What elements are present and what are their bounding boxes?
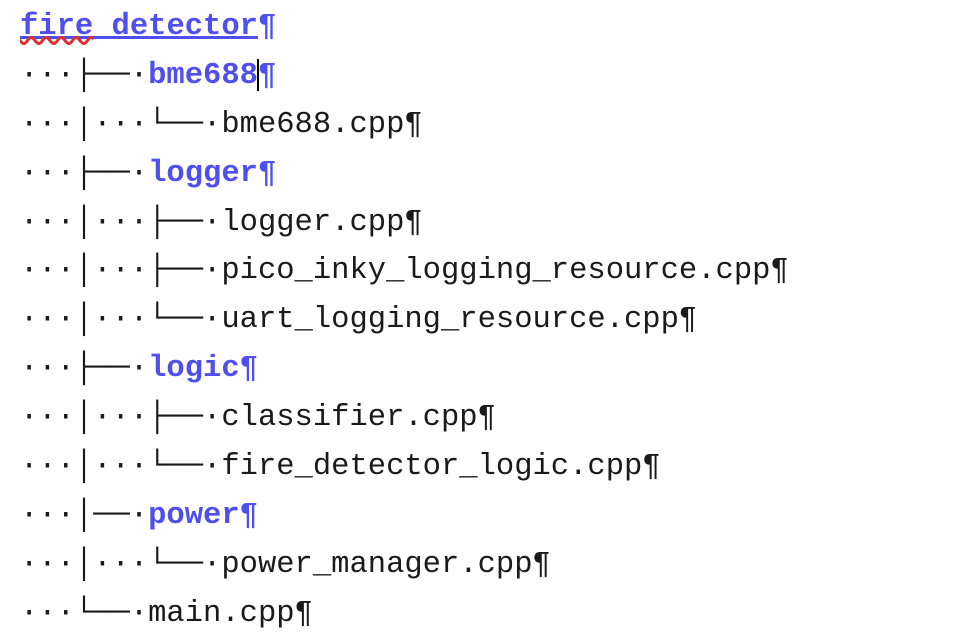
- paragraph-mark: ¶: [642, 450, 661, 485]
- file-name[interactable]: uart_logging_resource.cpp: [221, 303, 679, 338]
- file-name[interactable]: bme688.cpp: [221, 107, 405, 142]
- paragraph-mark: ¶: [404, 107, 423, 142]
- paragraph-mark: ¶: [532, 547, 551, 582]
- paragraph-mark: ¶: [294, 596, 313, 631]
- tree-branch-glyphs: ···└──·: [20, 596, 149, 631]
- folder-name[interactable]: bme688: [148, 58, 258, 93]
- tree-line-file: ···└──·main.cpp¶: [20, 590, 789, 639]
- tree-root-line: fire_detector¶: [20, 3, 789, 52]
- paragraph-mark: ¶: [257, 156, 277, 191]
- tree-line-folder: ···├──·logger¶: [20, 150, 789, 199]
- file-name[interactable]: logger.cpp: [221, 205, 405, 240]
- tree-branch-glyphs: ···│···└──·: [20, 450, 222, 485]
- tree-root-folder[interactable]: fire_detector: [20, 10, 258, 44]
- tree-branch-glyphs: ···│···├──·: [20, 205, 222, 240]
- tree-branch-glyphs: ···│···├──·: [20, 401, 222, 436]
- folder-name[interactable]: logic: [148, 352, 240, 387]
- paragraph-mark: ¶: [404, 205, 423, 240]
- file-name[interactable]: pico_inky_logging_resource.cpp: [221, 254, 771, 289]
- tree-line-file: ···│···└──·uart_logging_resource.cpp¶: [20, 296, 789, 345]
- tree-branch-glyphs: ···├──·: [20, 352, 149, 387]
- tree-line-file: ···│···├──·logger.cpp¶: [20, 199, 789, 248]
- folder-name[interactable]: power: [148, 498, 240, 533]
- tree-branch-glyphs: ···│···├──·: [20, 254, 222, 289]
- tree-branch-glyphs: ···├──·: [20, 58, 149, 93]
- misspelled-word: fire: [20, 10, 94, 44]
- tree-line-file: ···│···├──·classifier.cpp¶: [20, 394, 789, 443]
- document-body[interactable]: fire_detector¶ ···├──·bme688¶ ···│···└──…: [20, 3, 789, 639]
- tree-line-file: ···│···└──·bme688.cpp¶: [20, 101, 789, 150]
- tree-line-folder: ···│──·power¶: [20, 492, 789, 541]
- file-name[interactable]: power_manager.cpp: [221, 547, 533, 582]
- paragraph-mark: ¶: [477, 401, 496, 436]
- paragraph-mark: ¶: [257, 58, 277, 93]
- paragraph-mark: ¶: [257, 10, 277, 44]
- paragraph-mark: ¶: [678, 303, 698, 338]
- tree-branch-glyphs: ···│──·: [20, 498, 149, 533]
- tree-line-folder: ···├──·bme688¶: [20, 52, 789, 101]
- tree-branch-glyphs: ···│···└──·: [20, 107, 222, 142]
- file-name[interactable]: classifier.cpp: [221, 401, 478, 436]
- tree-branch-glyphs: ···│···└──·: [20, 303, 222, 338]
- tree-line-file: ···│···└──·power_manager.cpp¶: [20, 541, 789, 590]
- tree-line-file: ···│···└──·fire_detector_logic.cpp¶: [20, 443, 789, 492]
- paragraph-mark: ¶: [239, 352, 258, 387]
- paragraph-mark: ¶: [770, 254, 789, 289]
- tree-branch-glyphs: ···│···└──·: [20, 547, 222, 582]
- tree-line-folder: ···├──·logic¶: [20, 345, 789, 394]
- folder-name[interactable]: logger: [148, 156, 258, 191]
- text-cursor: [256, 58, 259, 91]
- file-name[interactable]: main.cpp: [148, 596, 295, 631]
- paragraph-mark: ¶: [239, 498, 258, 533]
- tree-branch-glyphs: ···├──·: [20, 156, 149, 191]
- tree-line-file: ···│···├──·pico_inky_logging_resource.cp…: [20, 247, 789, 296]
- file-name[interactable]: fire_detector_logic.cpp: [221, 450, 643, 485]
